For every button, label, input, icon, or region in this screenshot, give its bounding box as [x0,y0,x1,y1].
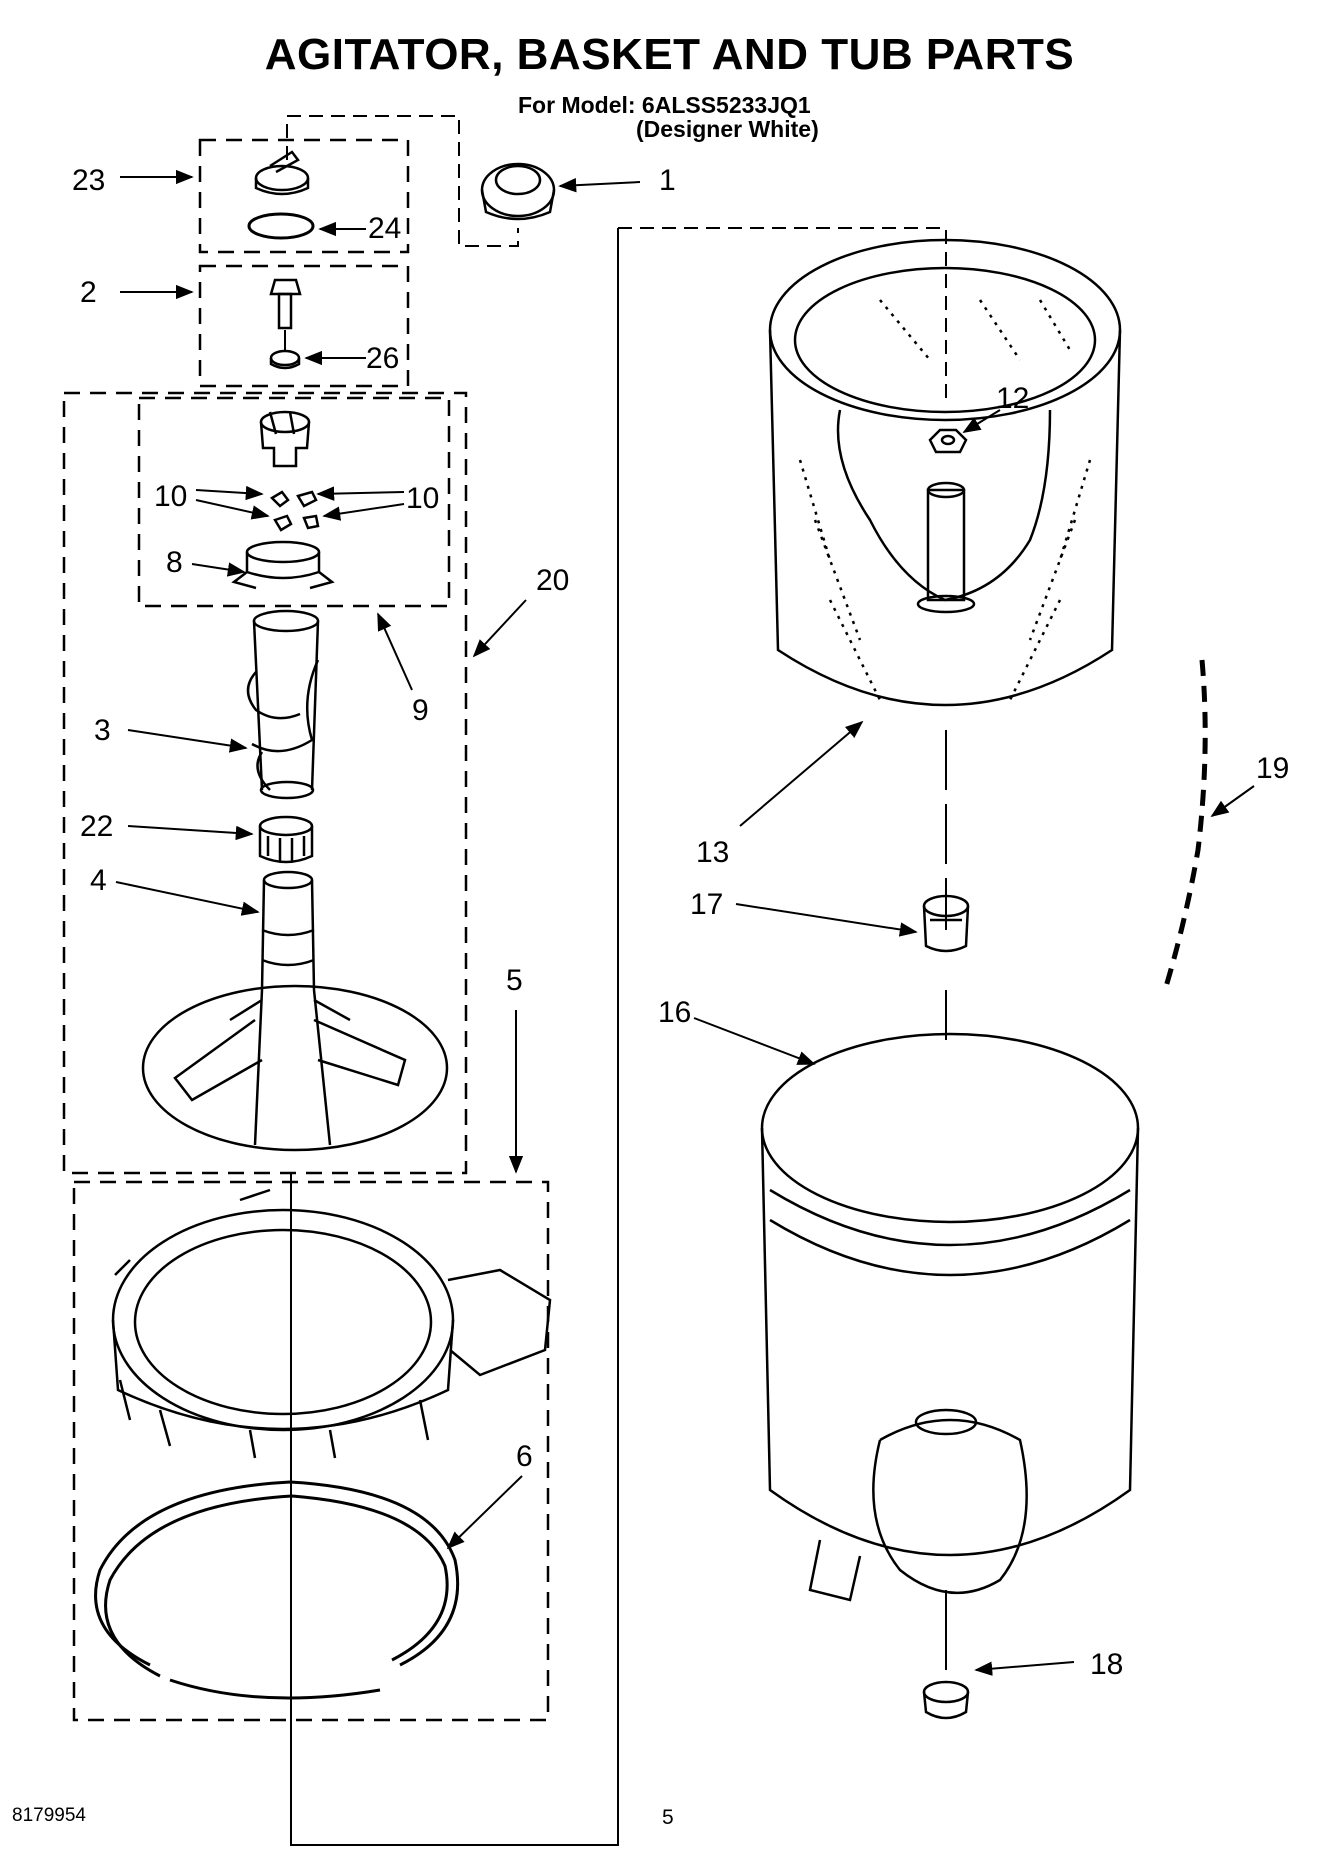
callout-18: 18 [1090,1648,1123,1681]
callout-13: 13 [696,836,729,869]
variant-line: (Designer White) [636,116,819,142]
leader-3 [127,729,248,753]
part-26-washer [269,349,301,370]
part-4-agitator-base [141,870,449,1152]
callout-17: 17 [690,888,723,921]
leader-22 [127,825,254,841]
page-title: AGITATOR, BASKET AND TUB PARTS [264,30,1075,79]
part-3-auger [246,609,320,800]
callout-2: 2 [80,276,97,309]
leader-20 [472,599,527,658]
leader-10a-top [195,485,264,501]
leader-10b-bot [322,503,405,521]
callout-12: 12 [996,382,1029,415]
callout-8: 8 [166,546,183,579]
part-8-guide [231,540,335,590]
callout-19: 19 [1256,752,1289,785]
leader-16 [693,1017,816,1065]
group-box-2 [198,264,410,388]
part-13-basket [768,238,1122,707]
callout-10-left: 10 [154,480,187,513]
model-line: For Model: 6ALSS5233JQ1 [518,92,811,118]
leader-19 [1210,785,1255,818]
callout-3: 3 [94,714,111,747]
leader-9 [377,612,413,691]
page-number: 5 [662,1806,674,1829]
callout-20: 20 [536,564,569,597]
callout-10-right: 10 [406,482,439,515]
part-12-nut [928,428,968,454]
axis-left-dashed [618,227,947,400]
callout-5: 5 [506,964,523,997]
part-24-ring [247,212,315,240]
leader-17 [735,903,918,937]
part-16-outer-tub [760,1032,1140,1602]
leader-13 [739,720,864,827]
leader-10b-top [316,486,405,501]
callout-4: 4 [90,864,107,897]
callout-26: 26 [366,342,399,375]
part-6-ring-clamp [94,1480,460,1700]
leader-6 [446,1475,523,1550]
leader-10a-bot [195,499,270,520]
connector-23-1 [286,115,519,247]
callout-16: 16 [658,996,691,1029]
group-box-5 [72,1180,550,1722]
part-9-dog-assembly [259,410,320,532]
leader-4 [115,881,260,916]
callout-9: 9 [412,694,429,727]
callout-6: 6 [516,1440,533,1473]
part-18-plug [922,1680,970,1720]
hose-19 [1162,659,1208,991]
group-box-23 [198,138,410,254]
document-number: 8179954 [12,1805,86,1826]
part-1-cap [480,162,556,221]
part-17-seal [922,894,970,953]
callout-1: 1 [659,164,676,197]
callout-23: 23 [72,164,105,197]
leader-8 [191,562,246,577]
part-23-cap [254,150,310,196]
callout-22: 22 [80,810,113,843]
leader-12 [962,409,1001,433]
group-box-20 [62,391,468,1175]
leader-1 [558,177,641,193]
callout-24: 24 [368,212,401,245]
leader-18 [974,1661,1075,1676]
part-2-bolt [269,278,302,350]
part-5-tub-ring [111,1188,552,1459]
part-22-bearing [258,815,314,864]
axis-left [290,228,619,1846]
